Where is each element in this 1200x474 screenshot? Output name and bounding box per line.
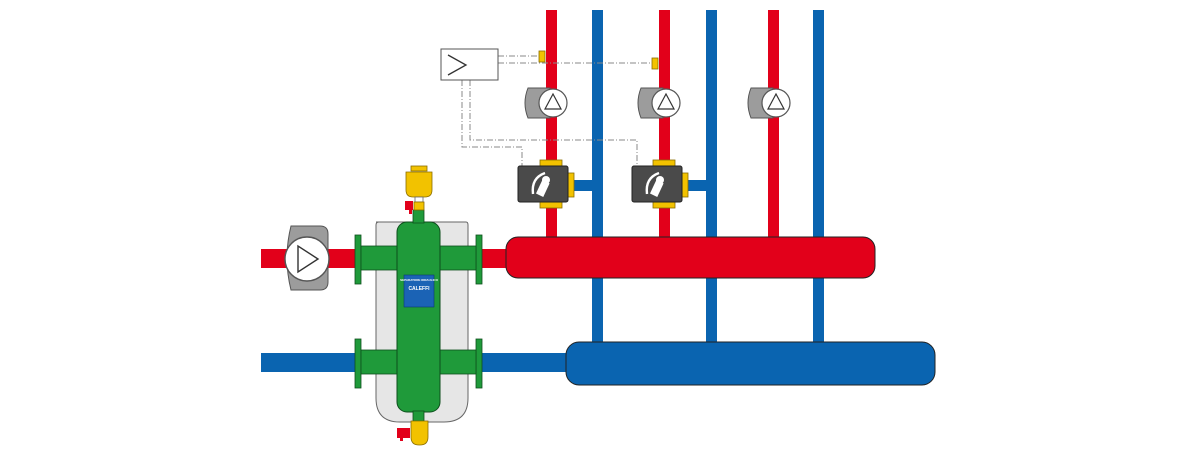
pump-icon (651, 88, 681, 118)
actuator-lever (535, 179, 550, 197)
temperature-probes (538, 50, 659, 70)
primary-return-pipe-right (476, 353, 576, 372)
circuit-pipes (546, 10, 824, 345)
drain-valve-icon (397, 420, 429, 446)
hot-manifold (505, 236, 876, 279)
separator-neck-bottom (412, 410, 425, 422)
mixing-valve-2 (631, 159, 710, 209)
nozzle-top-left (360, 245, 398, 271)
drain-handle-icon (397, 428, 410, 438)
separator-body (396, 221, 441, 413)
circuit-1-return-pipe (592, 10, 603, 345)
pump-icon (538, 88, 568, 118)
air-vent-cap (410, 165, 428, 172)
mixing-valve-1 (517, 159, 596, 209)
controller (440, 48, 499, 81)
circuit-3-return-pipe (813, 10, 824, 345)
label-line1: SEPARATORE IDRAULICO (400, 278, 439, 282)
pump-arrow-icon (657, 92, 675, 110)
air-vent-icon (405, 165, 433, 214)
control-lines (461, 55, 652, 168)
actuator-line-1 (461, 80, 523, 168)
label-plate (403, 274, 435, 308)
drain-handle-stem (400, 436, 403, 441)
pump-icon (761, 88, 791, 118)
controller-icon (447, 54, 468, 76)
flange-bottom-right (475, 338, 483, 389)
nozzle-bottom-right (439, 349, 477, 375)
drain-body (410, 420, 429, 446)
pump-arrow-icon (544, 92, 562, 110)
circuit-2-flow-pipe (659, 10, 670, 242)
air-vent-stem (414, 196, 424, 203)
vent-handle-stem (409, 209, 412, 214)
actuator-line-2 (469, 80, 638, 168)
primary-return-pipe-left (261, 353, 361, 372)
cold-manifold (565, 341, 936, 386)
label-brand: CALEFFI (408, 286, 430, 292)
primary-pump (284, 225, 330, 291)
circuit-2-return-pipe (706, 10, 717, 345)
circuit-1-flow-pipe (546, 10, 557, 242)
nozzle-bottom-left (360, 349, 398, 375)
flange-bottom-left (354, 338, 362, 389)
nozzle-top-right (439, 245, 477, 271)
bypass-pipe (684, 180, 710, 191)
vent-handle-icon (405, 201, 413, 210)
mixing-valves (517, 159, 710, 209)
flange-top-right (475, 234, 483, 285)
flange-top-left (354, 234, 362, 285)
secondary-pump-1 (524, 87, 568, 119)
air-vent-body (405, 171, 433, 198)
air-vent-valve (413, 201, 425, 211)
actuator-lever (649, 179, 664, 197)
secondary-pump-3 (747, 87, 791, 119)
separator-label: SEPARATORE IDRAULICO CALEFFI (400, 274, 439, 308)
hydraulic-separator: SEPARATORE IDRAULICO CALEFFI (354, 165, 483, 446)
actuator-knob-icon (531, 171, 546, 195)
bypass-pipe (570, 180, 596, 191)
pump-arrow-icon (767, 92, 785, 110)
circuit-3-flow-pipe (768, 10, 779, 242)
probe-2-icon (651, 57, 659, 70)
controller-box (440, 48, 499, 81)
separator-neck-top (412, 209, 425, 224)
secondary-pump-2 (637, 87, 681, 119)
pump-arrow-icon (297, 244, 320, 274)
probe-1-icon (538, 50, 546, 63)
actuator-knob-icon (645, 171, 660, 195)
secondary-pumps (524, 87, 791, 119)
